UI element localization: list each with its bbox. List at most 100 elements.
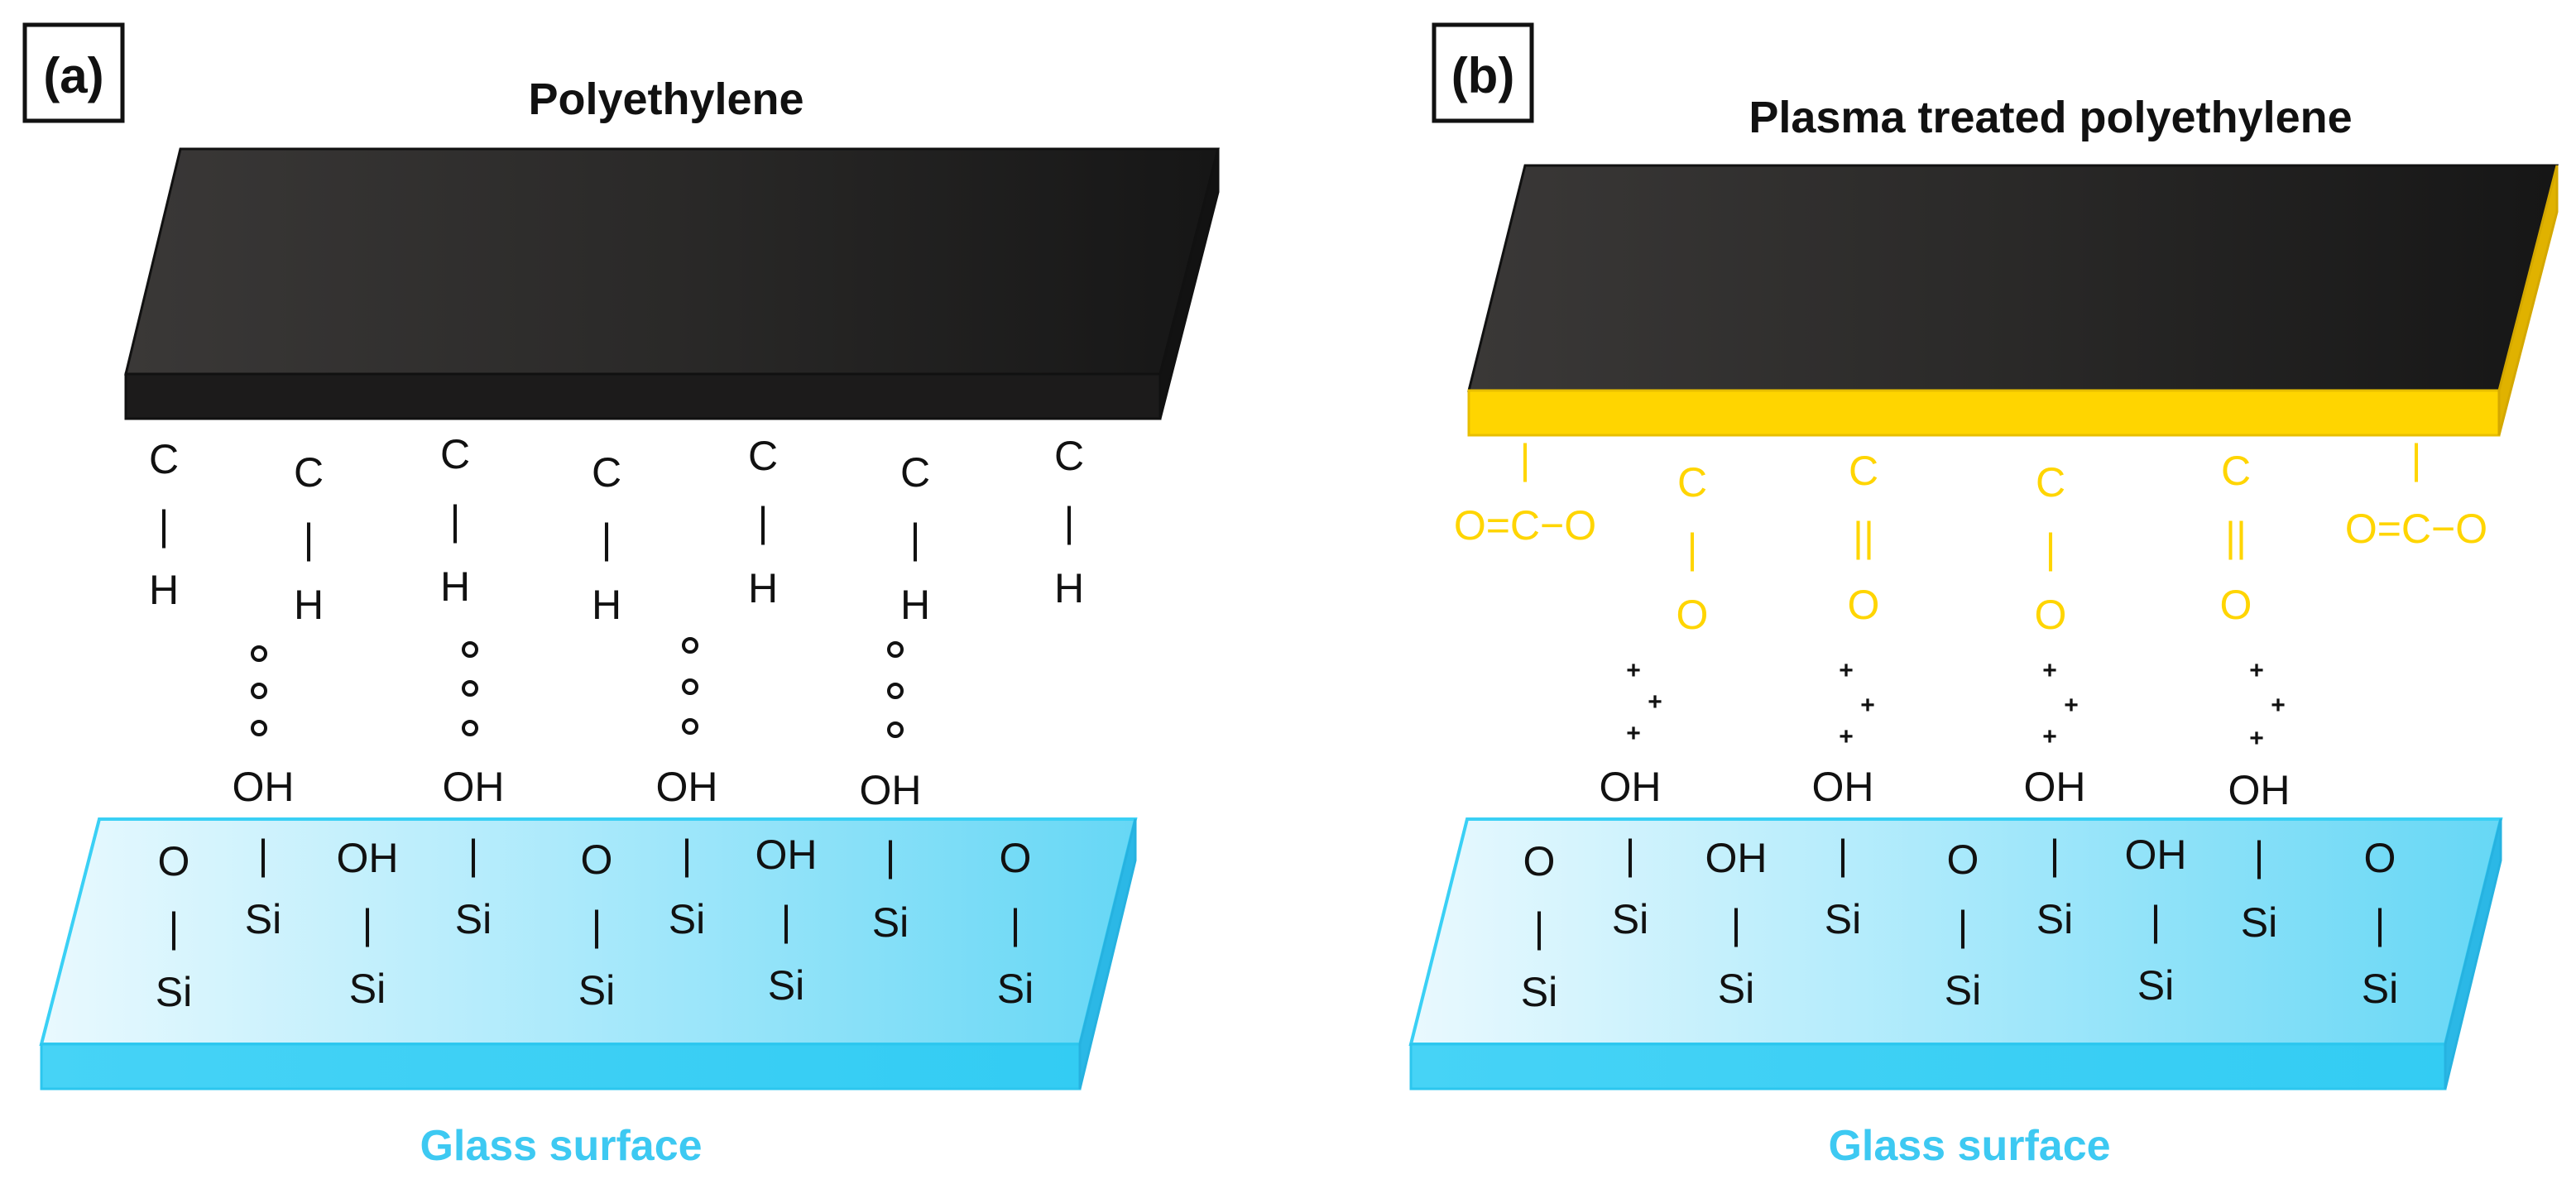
surface-oh-groups: OH OH OH OH — [1600, 764, 2291, 813]
bond-line: | — [2254, 833, 2265, 880]
svg-text:H: H — [748, 565, 778, 611]
svg-text:O: O — [1848, 582, 1880, 628]
van-der-waals-interactions — [251, 637, 904, 738]
bond-line: | — [885, 833, 896, 880]
svg-text:Si: Si — [2362, 966, 2398, 1012]
carbonyl-group: C || O — [1848, 448, 1880, 628]
svg-text:Si: Si — [156, 969, 192, 1015]
glass-groups-b: O | Si OH | Si O | Si OH | Si O | — [1521, 832, 2398, 1015]
svg-text:C: C — [440, 431, 470, 477]
si-atom: Si — [669, 896, 705, 942]
panel-b: (b) Plasma treated polyethylene Glass su… — [1408, 22, 2559, 1170]
carboxyl-group: | O=C−O — [1454, 436, 1596, 549]
svg-text:C: C — [2221, 448, 2251, 494]
interaction-dots — [887, 641, 904, 738]
svg-text:H: H — [149, 567, 179, 613]
svg-text:Si: Si — [997, 966, 1034, 1012]
svg-text:C: C — [1677, 459, 1707, 506]
si-atom: Si — [455, 896, 492, 942]
svg-text:Si: Si — [349, 966, 386, 1012]
ch-group: C | H — [592, 449, 621, 628]
svg-text:C: C — [2036, 459, 2065, 506]
svg-text:C: C — [149, 436, 179, 482]
glass-groups-a: O | Si OH | Si O | Si OH | Si O | — [156, 832, 1034, 1015]
svg-text:Si: Si — [2137, 962, 2174, 1009]
svg-text:O: O — [158, 838, 190, 884]
interaction-plus: + + + — [1839, 657, 1875, 750]
polyethylene-slab — [124, 147, 1220, 420]
svg-text:|: | — [2411, 436, 2422, 482]
svg-text:||: || — [2225, 514, 2247, 560]
interaction-plus: + + + — [1626, 657, 1662, 747]
svg-text:O: O — [1947, 836, 1979, 883]
bond-line: | — [2050, 832, 2060, 878]
svg-text:OH: OH — [2125, 832, 2187, 878]
glass-slab-a — [39, 817, 1138, 1091]
svg-text:|: | — [2375, 901, 2386, 947]
svg-text:+: + — [1648, 688, 1662, 716]
surface-oh: OH — [2228, 767, 2291, 813]
svg-text:|: | — [1520, 436, 1531, 482]
svg-text:|: | — [450, 497, 461, 544]
svg-text:|: | — [2151, 898, 2161, 944]
ch-groups: C | H C | H C | H C | H C | H — [149, 431, 1084, 628]
svg-text:+: + — [1839, 723, 1854, 750]
svg-text:OH: OH — [756, 832, 818, 878]
surface-oh: OH — [2024, 764, 2086, 810]
svg-text:+: + — [2064, 692, 2079, 719]
svg-text:|: | — [362, 901, 373, 947]
svg-text:O: O — [1523, 838, 1556, 884]
interaction-dots — [682, 637, 698, 735]
bond-line: | — [1838, 832, 1849, 878]
svg-text:+: + — [2249, 657, 2264, 684]
glass-group: O | Si — [997, 835, 1034, 1012]
ch-group: C | H — [294, 449, 324, 628]
svg-text:O: O — [1677, 592, 1709, 638]
svg-text:|: | — [781, 898, 792, 944]
oxidized-groups: | O=C−O C | O C || O C | O C || O — [1454, 436, 2487, 638]
svg-text:+: + — [2271, 692, 2286, 719]
dipole-interactions: + + + + + + + + + + + + — [1626, 657, 2286, 752]
svg-text:|: | — [2046, 525, 2056, 572]
svg-text:C: C — [294, 449, 324, 496]
svg-text:||: || — [1853, 514, 1874, 560]
svg-text:Si: Si — [1521, 969, 1557, 1015]
ch-group: C | H — [440, 431, 470, 610]
panel-a: (a) Polyethylene Glass surface C | H C | — [22, 22, 1220, 1170]
svg-text:|: | — [1010, 901, 1021, 947]
glass-group: OH | Si — [1705, 835, 1768, 1012]
svg-text:C: C — [592, 449, 621, 496]
hydroxyl-carbon-group: C | O — [2035, 459, 2067, 638]
panel-b-glass-caption: Glass surface — [1828, 1122, 2110, 1170]
si-atom: Si — [2241, 899, 2277, 946]
svg-text:O: O — [581, 836, 613, 883]
surface-oh: OH — [1812, 764, 1874, 810]
si-atom: Si — [872, 899, 909, 946]
bond-line: | — [468, 832, 479, 878]
svg-text:Si: Si — [578, 967, 615, 1014]
svg-text:O: O — [2220, 582, 2252, 628]
svg-text:+: + — [2249, 725, 2264, 752]
svg-text:H: H — [440, 563, 470, 610]
glass-group: O | Si — [1521, 838, 1557, 1015]
svg-text:Si: Si — [1718, 966, 1754, 1012]
glass-group: OH | Si — [756, 832, 818, 1009]
svg-text:+: + — [1626, 657, 1641, 684]
bond-line: | — [258, 832, 269, 878]
svg-text:|: | — [1958, 903, 1969, 949]
svg-text:O=C−O: O=C−O — [1454, 502, 1596, 549]
svg-text:|: | — [1687, 525, 1698, 572]
si-atom: Si — [1825, 896, 1861, 942]
glass-group: O | Si — [2362, 835, 2398, 1012]
glass-group: O | Si — [578, 836, 615, 1014]
svg-text:+: + — [2042, 657, 2057, 684]
svg-text:|: | — [910, 515, 921, 562]
ch-group: C | H — [900, 449, 930, 628]
svg-text:C: C — [1849, 448, 1878, 494]
panel-a-label: (a) — [43, 48, 103, 103]
svg-text:O=C−O: O=C−O — [2345, 506, 2487, 552]
ch-group: C | H — [748, 433, 778, 611]
glass-group: O | Si — [1945, 836, 1981, 1014]
interaction-plus: + + + — [2042, 657, 2079, 750]
